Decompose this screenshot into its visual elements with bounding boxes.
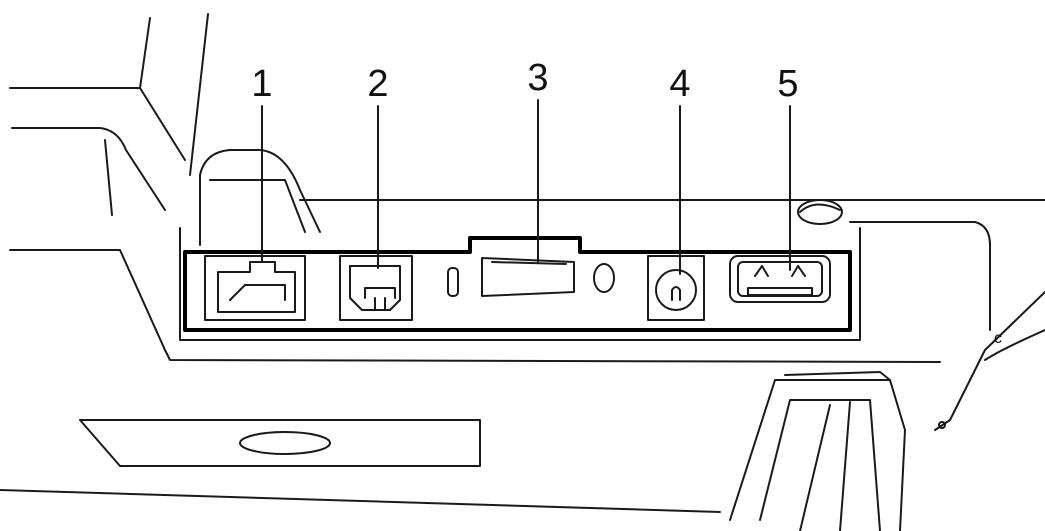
usb-a-port: [729, 255, 831, 303]
callout-label-3: 3: [527, 57, 548, 99]
power-switch: [481, 257, 575, 297]
callout-label-1: 1: [251, 63, 272, 105]
callout-label-4: 4: [669, 63, 690, 105]
callout-leaders: [261, 99, 791, 275]
callout-label-2: 2: [367, 63, 388, 105]
dc-power-jack: [647, 255, 705, 321]
callout-label-5: 5: [777, 63, 798, 105]
side-mark: c: [994, 330, 1002, 347]
indicator-hole: [593, 263, 615, 293]
connector-panel: [183, 236, 852, 332]
rj-port: [204, 255, 306, 321]
device-housing-outline: [0, 13, 1045, 531]
usb-b-port: [339, 255, 413, 321]
status-led-slot: [447, 267, 459, 297]
